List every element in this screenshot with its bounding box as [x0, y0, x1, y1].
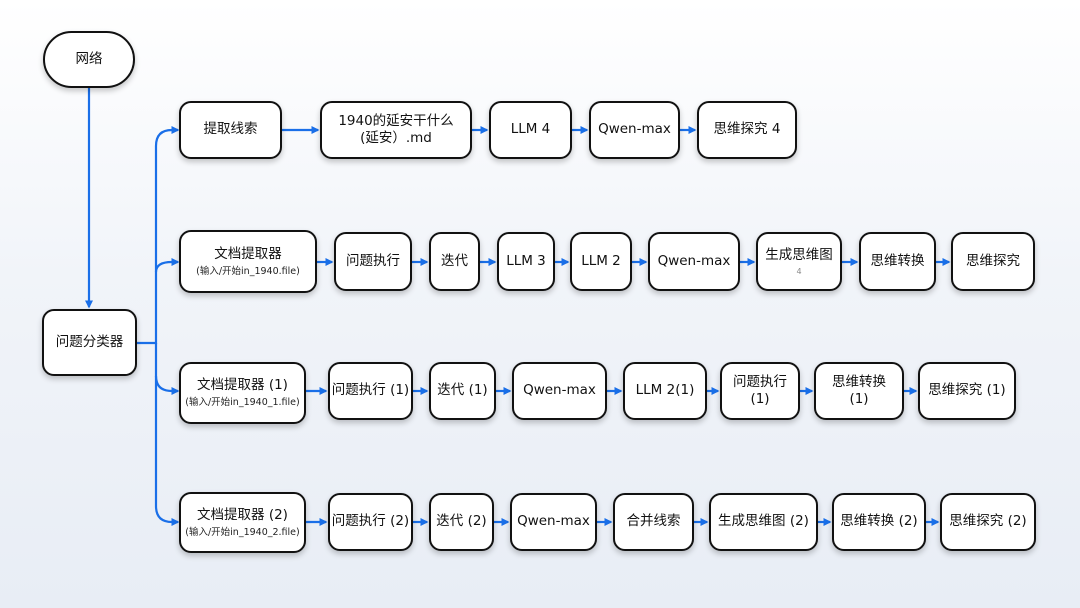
node-label: 问题执行 [346, 252, 400, 269]
node-label: 文档提取器 [214, 245, 282, 262]
node-label: LLM 4 [510, 121, 551, 138]
node-think-explore-1[interactable]: 思维探究 (1) [918, 362, 1016, 420]
edge-branch-r1 [137, 126, 180, 345]
node-llm-3[interactable]: LLM 3 [497, 232, 555, 291]
node-think-convert-1[interactable]: 思维转换 (1) [814, 362, 904, 420]
node-iterate[interactable]: 迭代 [429, 232, 480, 291]
node-qwen-max-r2[interactable]: Qwen-max [648, 232, 740, 291]
node-llm-4[interactable]: LLM 4 [489, 101, 572, 159]
node-label: 生成思维图 (2) [718, 513, 809, 530]
node-mindmap-gen[interactable]: 生成思维图 4 [756, 232, 842, 291]
node-iterate-2[interactable]: 迭代 (2) [429, 493, 494, 551]
node-label: 问题执行 (1) [733, 373, 787, 407]
node-label: 思维转换 (2) [840, 513, 918, 530]
node-doc-extractor-2[interactable]: 文档提取器 (2) (输入/开始in_1940_2.file) [179, 492, 306, 553]
node-file-md[interactable]: 1940的延安干什么 (延安）.md [320, 101, 472, 159]
node-label: 思维转换 [870, 252, 925, 269]
node-label: 网络 [75, 50, 103, 67]
node-label: Qwen-max [657, 252, 731, 269]
node-label: 迭代 (1) [437, 382, 488, 399]
node-label: 问题执行 (2) [331, 513, 410, 530]
node-extract-clues[interactable]: 提取线索 [179, 101, 282, 159]
node-qwen-max-r1[interactable]: Qwen-max [589, 101, 680, 159]
node-think-convert[interactable]: 思维转换 [859, 232, 936, 291]
node-label: 迭代 [441, 252, 468, 269]
edge-branch-r3 [154, 375, 180, 395]
node-root-network[interactable]: 网络 [43, 31, 135, 88]
node-label: 1940的延安干什么 (延安）.md [338, 112, 454, 146]
node-label: Qwen-max [517, 513, 590, 530]
node-llm-2[interactable]: LLM 2 [570, 232, 632, 291]
node-label: 提取线索 [203, 121, 258, 138]
node-label: 思维探究 [966, 252, 1020, 269]
node-sublabel: (输入/开始in_1940.file) [196, 265, 300, 277]
node-think-explore[interactable]: 思维探究 [951, 232, 1035, 291]
node-label: LLM 3 [506, 252, 546, 269]
node-label: Qwen-max [598, 121, 671, 138]
node-label: 文档提取器 (1) [197, 377, 288, 394]
edge-branch-r4 [154, 343, 180, 526]
node-doc-extractor[interactable]: 文档提取器 (输入/开始in_1940.file) [179, 230, 317, 293]
node-merge-clues[interactable]: 合并线索 [613, 493, 694, 551]
node-qwen-max-r3[interactable]: Qwen-max [512, 362, 607, 420]
node-label: Qwen-max [523, 382, 596, 399]
node-question-exec[interactable]: 问题执行 [334, 232, 412, 291]
node-label: LLM 2(1) [635, 382, 695, 399]
node-label: LLM 2 [581, 252, 621, 269]
node-label: 思维探究 (1) [928, 382, 1006, 399]
node-question-exec-1b[interactable]: 问题执行 (1) [720, 362, 800, 420]
edge-branch-r2 [154, 258, 180, 273]
node-think-explore-2[interactable]: 思维探究 (2) [940, 493, 1036, 551]
node-sublabel: (输入/开始in_1940_2.file) [185, 526, 300, 538]
node-think-explore-4[interactable]: 思维探究 4 [697, 101, 797, 159]
node-label: 迭代 (2) [436, 513, 487, 530]
node-label: 生成思维图 [765, 247, 833, 264]
node-qwen-max-r4[interactable]: Qwen-max [510, 493, 597, 551]
node-label: 合并线索 [626, 513, 681, 530]
node-label: 问题分类器 [55, 333, 124, 350]
node-doc-extractor-1[interactable]: 文档提取器 (1) (输入/开始in_1940_1.file) [179, 362, 306, 424]
node-label: 思维探究 (2) [949, 513, 1027, 530]
node-iterate-1[interactable]: 迭代 (1) [429, 362, 496, 420]
node-label: 思维探究 4 [713, 121, 781, 138]
node-think-convert-2[interactable]: 思维转换 (2) [832, 493, 926, 551]
node-question-exec-2[interactable]: 问题执行 (2) [328, 493, 413, 551]
node-label: 文档提取器 (2) [197, 506, 288, 523]
node-sublabel: (输入/开始in_1940_1.file) [185, 397, 300, 409]
node-badge: 4 [796, 266, 802, 276]
node-question-exec-1[interactable]: 问题执行 (1) [328, 362, 413, 420]
node-llm-2-1[interactable]: LLM 2(1) [623, 362, 707, 420]
node-mindmap-gen-2[interactable]: 生成思维图 (2) [709, 493, 818, 551]
node-question-classifier[interactable]: 问题分类器 [42, 309, 137, 376]
node-label: 思维转换 (1) [832, 373, 886, 407]
node-label: 问题执行 (1) [331, 382, 410, 399]
